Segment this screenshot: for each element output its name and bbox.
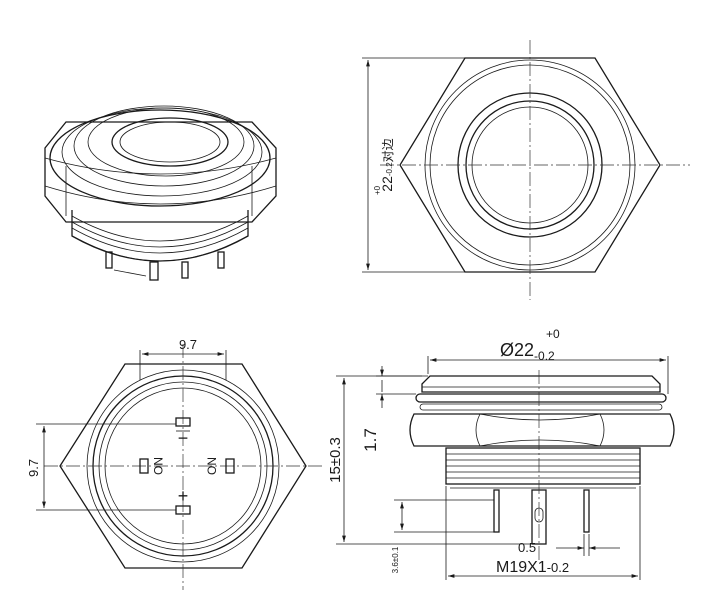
pin-length-dimension: 3.6±0.1 [391,499,494,573]
iso-thread [71,210,249,262]
top-view [380,40,690,300]
svg-text:M19X1-0.2: M19X1-0.2 [496,559,569,576]
across-flats-suffix: 对边 [381,138,395,162]
diameter-tol-upper: +0 [546,327,560,341]
head-dimension: 1.7 [361,366,422,452]
pin-gap-value: 0.5 [518,540,536,555]
side-view [409,370,675,560]
across-flats-value: 22 [379,176,395,192]
bottom-width-dimension: 9.7 [139,337,227,380]
svg-text:22-0.2对边: 22-0.2对边 [379,138,395,191]
diameter-value: 22 [514,340,534,360]
terminal-top [175,417,191,427]
bottom-height-value: 9.7 [26,459,41,477]
thread-main: M19X1 [496,559,547,576]
pin-length-value: 3.6±0.1 [391,546,400,573]
across-flats-tol-lower: -0.2 [385,162,394,176]
thread-tol: -0.2 [547,560,569,575]
terminal-plus: + [178,486,189,506]
height-dimension: 15±0.3 [327,375,530,545]
bottom-terminals: − + NO ON [139,417,235,515]
terminal-right [225,458,235,474]
isometric-view [44,105,277,281]
terminal-left [139,458,149,474]
bottom-width-value: 9.7 [179,337,197,352]
iso-hex-nut [44,121,277,223]
across-flats-dimension: 22-0.2对边 +0 [362,57,465,273]
svg-text:Ø22-0.2: Ø22-0.2 [500,340,555,363]
bottom-height-dimension: 9.7 [26,423,176,511]
bottom-view [44,344,322,590]
label-on: ON [205,457,219,475]
thread-dimension: M19X1-0.2 [445,486,641,580]
terminal-minus: − [178,428,189,448]
label-no: NO [151,457,165,475]
diameter-tol-lower: -0.2 [534,349,555,363]
iso-head [49,105,271,207]
iso-pins [105,251,225,281]
height-value: 15±0.3 [327,437,344,483]
diameter-symbol: Ø [500,340,514,360]
head-value: 1.7 [361,428,380,452]
pin-gap-dimension: 0.5 [518,534,620,556]
diameter-dimension: Ø22-0.2 +0 [427,327,669,394]
across-flats-tol-upper: +0 [373,185,382,195]
